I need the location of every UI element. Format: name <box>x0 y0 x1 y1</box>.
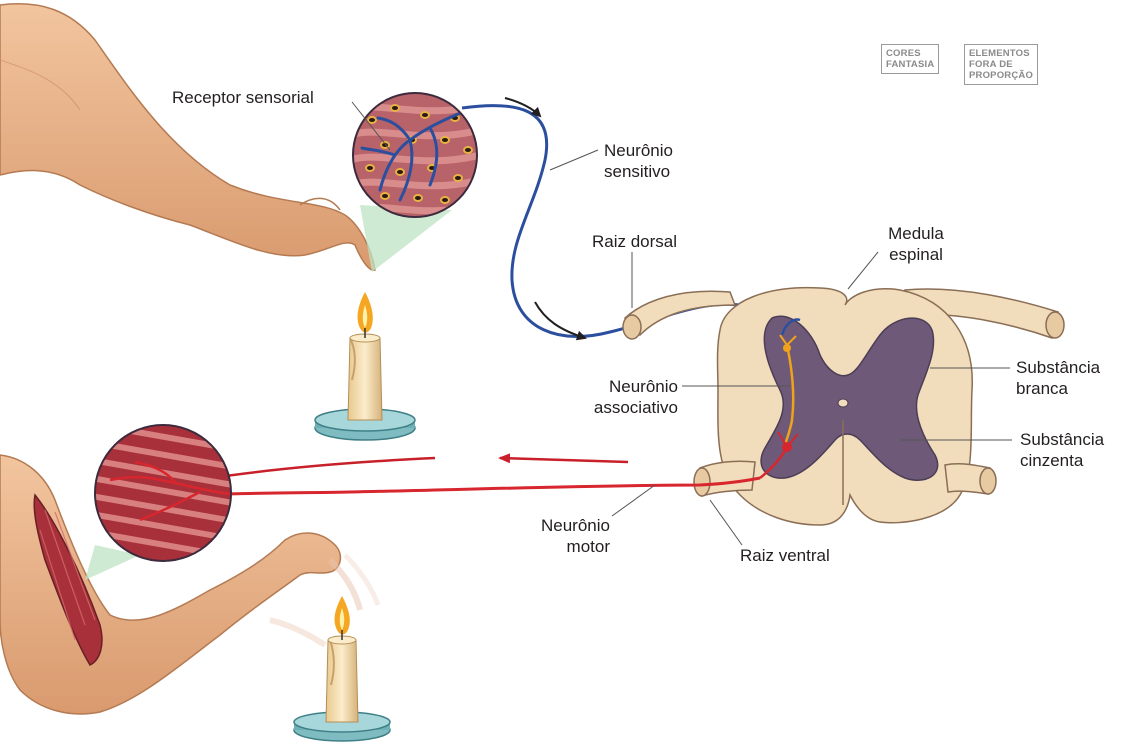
leader-raiz-ventral <box>710 500 742 545</box>
motor-neuron-fiber <box>225 478 760 494</box>
motor-arrow-right <box>500 458 628 462</box>
direction-arrow-middle <box>535 302 585 338</box>
badge-scale-line-2: FORA DE <box>969 59 1033 70</box>
candle-top <box>315 292 415 440</box>
leader-neuronio-sensitivo <box>550 150 598 170</box>
label-raiz-dorsal: Raiz dorsal <box>592 231 677 252</box>
label-neuronio-motor: Neurônio motor <box>510 515 610 557</box>
badge-colors-line-1: CORES <box>886 48 934 59</box>
label-substancia-cinzenta: Substância cinzenta <box>1020 429 1104 471</box>
label-receptor-sensorial: Receptor sensorial <box>172 87 314 108</box>
badge-colors: CORES FANTASIA <box>881 44 939 74</box>
label-medula-espinal: Medula espinal <box>876 223 956 265</box>
leader-medula <box>848 252 878 289</box>
badge-scale-line-3: PROPORÇÃO <box>969 70 1033 81</box>
receptor-magnified-circle <box>350 93 480 217</box>
badge-scale-line-1: ELEMENTOS <box>969 48 1033 59</box>
upper-arm-illustration <box>0 4 375 270</box>
muscle-magnified-circle <box>80 422 250 561</box>
spinal-cord-cross-section <box>623 288 1064 525</box>
candle-bottom <box>294 596 390 741</box>
label-neuronio-sensitivo: Neurônio sensitivo <box>604 140 673 182</box>
label-raiz-ventral: Raiz ventral <box>740 545 830 566</box>
label-neuronio-associativo: Neurônio associativo <box>560 376 678 418</box>
leader-neuronio-motor <box>612 485 655 516</box>
badge-colors-line-2: FANTASIA <box>886 59 934 70</box>
label-substancia-branca: Substância branca <box>1016 357 1100 399</box>
badge-scale: ELEMENTOS FORA DE PROPORÇÃO <box>964 44 1038 85</box>
